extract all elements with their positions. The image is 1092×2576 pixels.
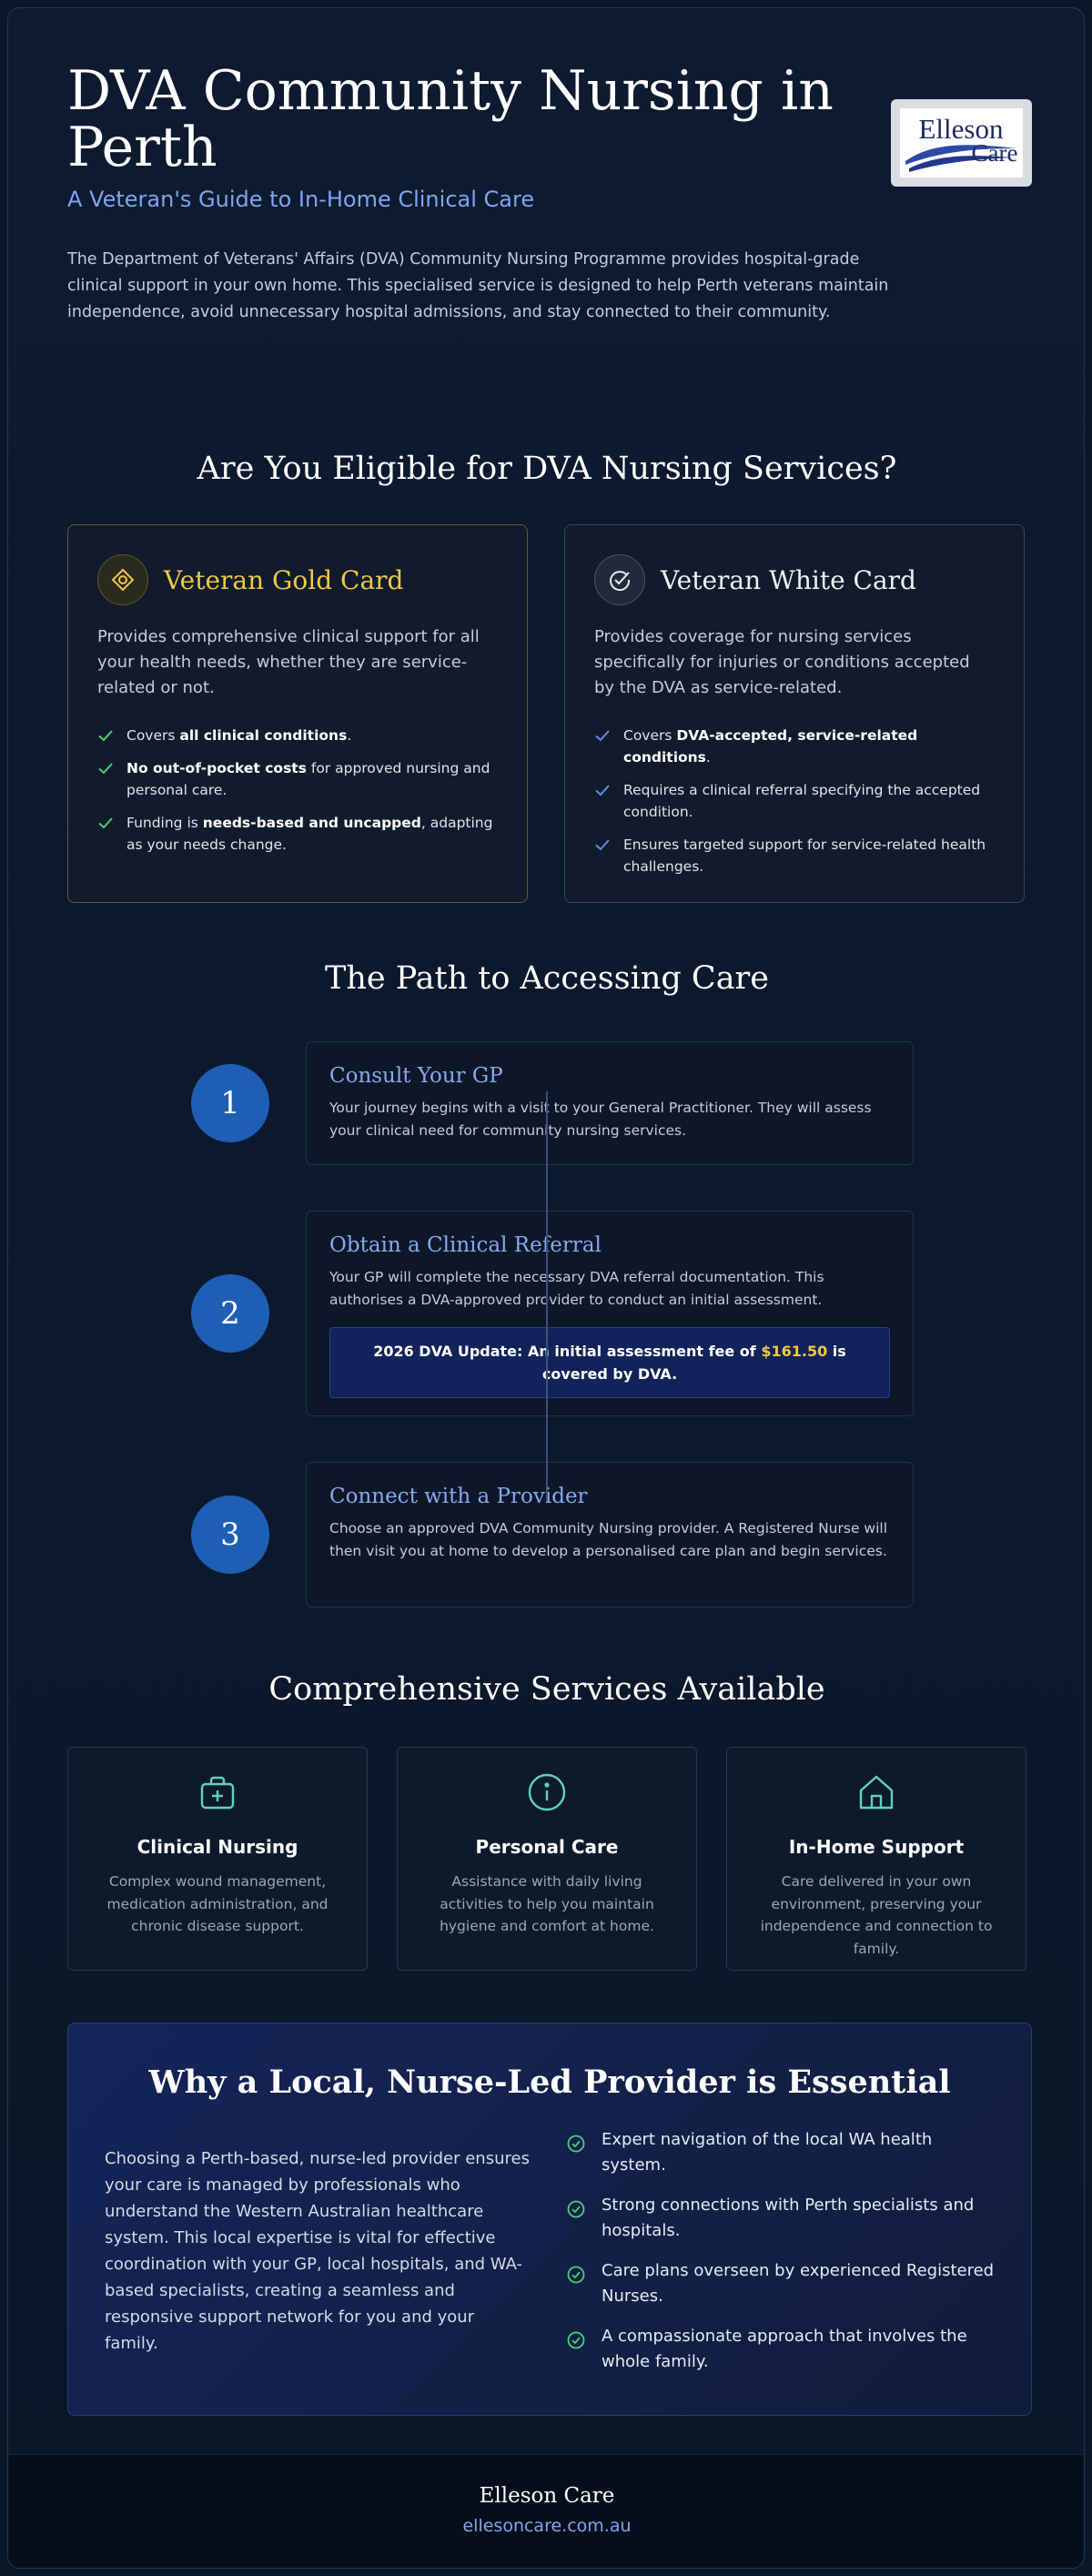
check-icon [98, 817, 113, 829]
list-item: Funding is needs-based and uncapped, ada… [97, 812, 498, 856]
page-subtitle: A Veteran's Guide to In-Home Clinical Ca… [67, 187, 535, 212]
white-card-icon [594, 554, 645, 605]
white-card-description: Provides coverage for nursing services s… [594, 627, 970, 697]
step-1-number: 1 [191, 1064, 269, 1142]
list-item: Strong connections with Perth specialist… [567, 2193, 995, 2244]
logo-text-bottom: Care [972, 139, 1018, 167]
list-item: Ensures targeted support for service-rel… [594, 834, 995, 877]
home-icon [859, 1775, 894, 1810]
step-1-text: Your journey begins with a visit to your… [329, 1100, 872, 1139]
check-circle-icon [567, 2266, 585, 2284]
service-text: Care delivered in your own environment, … [760, 1873, 993, 1957]
step-1-box: Consult Your GP Your journey begins with… [306, 1041, 914, 1165]
check-circle-icon [567, 2331, 585, 2349]
step-1-title: Consult Your GP [329, 1064, 503, 1088]
step-2-title: Obtain a Clinical Referral [329, 1233, 602, 1257]
step-3-text: Choose an approved DVA Community Nursing… [329, 1520, 888, 1559]
check-circle-icon [567, 2135, 585, 2153]
check-icon [98, 763, 113, 775]
footer: Elleson Care ellesoncare.com.au [8, 2454, 1084, 2568]
gold-card-panel: Veteran Gold Card Provides comprehensive… [67, 524, 528, 903]
gold-card-bullets: Covers all clinical conditions. No out-o… [97, 725, 498, 856]
why-text: Choosing a Perth-based, nurse-led provid… [105, 2149, 530, 2353]
gold-card-icon [97, 554, 148, 605]
gold-card-title: Veteran Gold Card [164, 564, 404, 595]
list-item: Covers all clinical conditions. [97, 725, 498, 746]
list-item: No out-of-pocket costs for approved nurs… [97, 757, 498, 801]
list-item: A compassionate approach that involves t… [567, 2324, 995, 2375]
why-points: Expert navigation of the local WA health… [567, 2127, 995, 2389]
path-heading: The Path to Accessing Care [324, 960, 770, 997]
list-item: Expert navigation of the local WA health… [567, 2127, 995, 2178]
check-icon [595, 730, 610, 742]
footer-website-link[interactable]: ellesoncare.com.au [462, 2516, 632, 2536]
service-text: Assistance with daily living activities … [440, 1873, 654, 1934]
step-3-title: Connect with a Provider [329, 1485, 588, 1508]
step-2-box: Obtain a Clinical Referral Your GP will … [306, 1211, 914, 1416]
elleson-care-logo: Elleson Care [891, 99, 1032, 187]
check-icon [98, 730, 113, 742]
check-circle-icon [567, 2200, 585, 2218]
eligibility-heading: Are You Eligible for DVA Nursing Service… [197, 451, 897, 487]
service-text: Complex wound management, medication adm… [106, 1873, 329, 1934]
why-heading: Why a Local, Nurse-Led Provider is Essen… [148, 2064, 951, 2101]
list-item: Requires a clinical referral specifying … [594, 779, 995, 823]
footer-company-name: Elleson Care [479, 2484, 615, 2508]
logo-text-top: Elleson [919, 113, 1004, 145]
white-card-panel: Veteran White Card Provides coverage for… [564, 524, 1025, 903]
page: DVA Community Nursing in Perth A Veteran… [7, 7, 1085, 2569]
gold-card-description: Provides comprehensive clinical support … [97, 627, 480, 697]
check-icon [595, 785, 610, 796]
service-card-clinical-nursing: Clinical Nursing Complex wound managemen… [67, 1747, 368, 1971]
service-title: In-Home Support [788, 1836, 965, 1858]
intro-text: The Department of Veterans' Affairs (DVA… [67, 250, 889, 321]
service-title: Personal Care [475, 1836, 619, 1858]
step-3-number: 3 [191, 1496, 269, 1574]
assessment-fee: $161.50 [761, 1343, 828, 1360]
medical-bag-icon [200, 1776, 235, 1810]
step-2-text: Your GP will complete the necessary DVA … [329, 1269, 824, 1308]
white-card-title: Veteran White Card [661, 564, 916, 595]
dva-update-banner: 2026 DVA Update: An initial assessment f… [329, 1327, 890, 1398]
page-title: DVA Community Nursing in Perth [67, 59, 834, 179]
header: DVA Community Nursing in Perth A Veteran… [67, 63, 1032, 326]
why-local-panel: Why a Local, Nurse-Led Provider is Essen… [67, 2023, 1032, 2416]
info-icon [528, 1773, 566, 1811]
service-title: Clinical Nursing [136, 1836, 298, 1858]
list-item: Covers DVA-accepted, service-related con… [594, 725, 995, 768]
step-2-number: 2 [191, 1274, 269, 1353]
services-heading: Comprehensive Services Available [268, 1671, 825, 1708]
white-card-bullets: Covers DVA-accepted, service-related con… [594, 725, 995, 877]
service-card-in-home-support: In-Home Support Care delivered in your o… [726, 1747, 1026, 1971]
service-card-personal-care: Personal Care Assistance with daily livi… [397, 1747, 697, 1971]
timeline-line [546, 1091, 548, 1501]
check-icon [595, 839, 610, 851]
step-3-box: Connect with a Provider Choose an approv… [306, 1462, 914, 1607]
list-item: Care plans overseen by experienced Regis… [567, 2258, 995, 2309]
